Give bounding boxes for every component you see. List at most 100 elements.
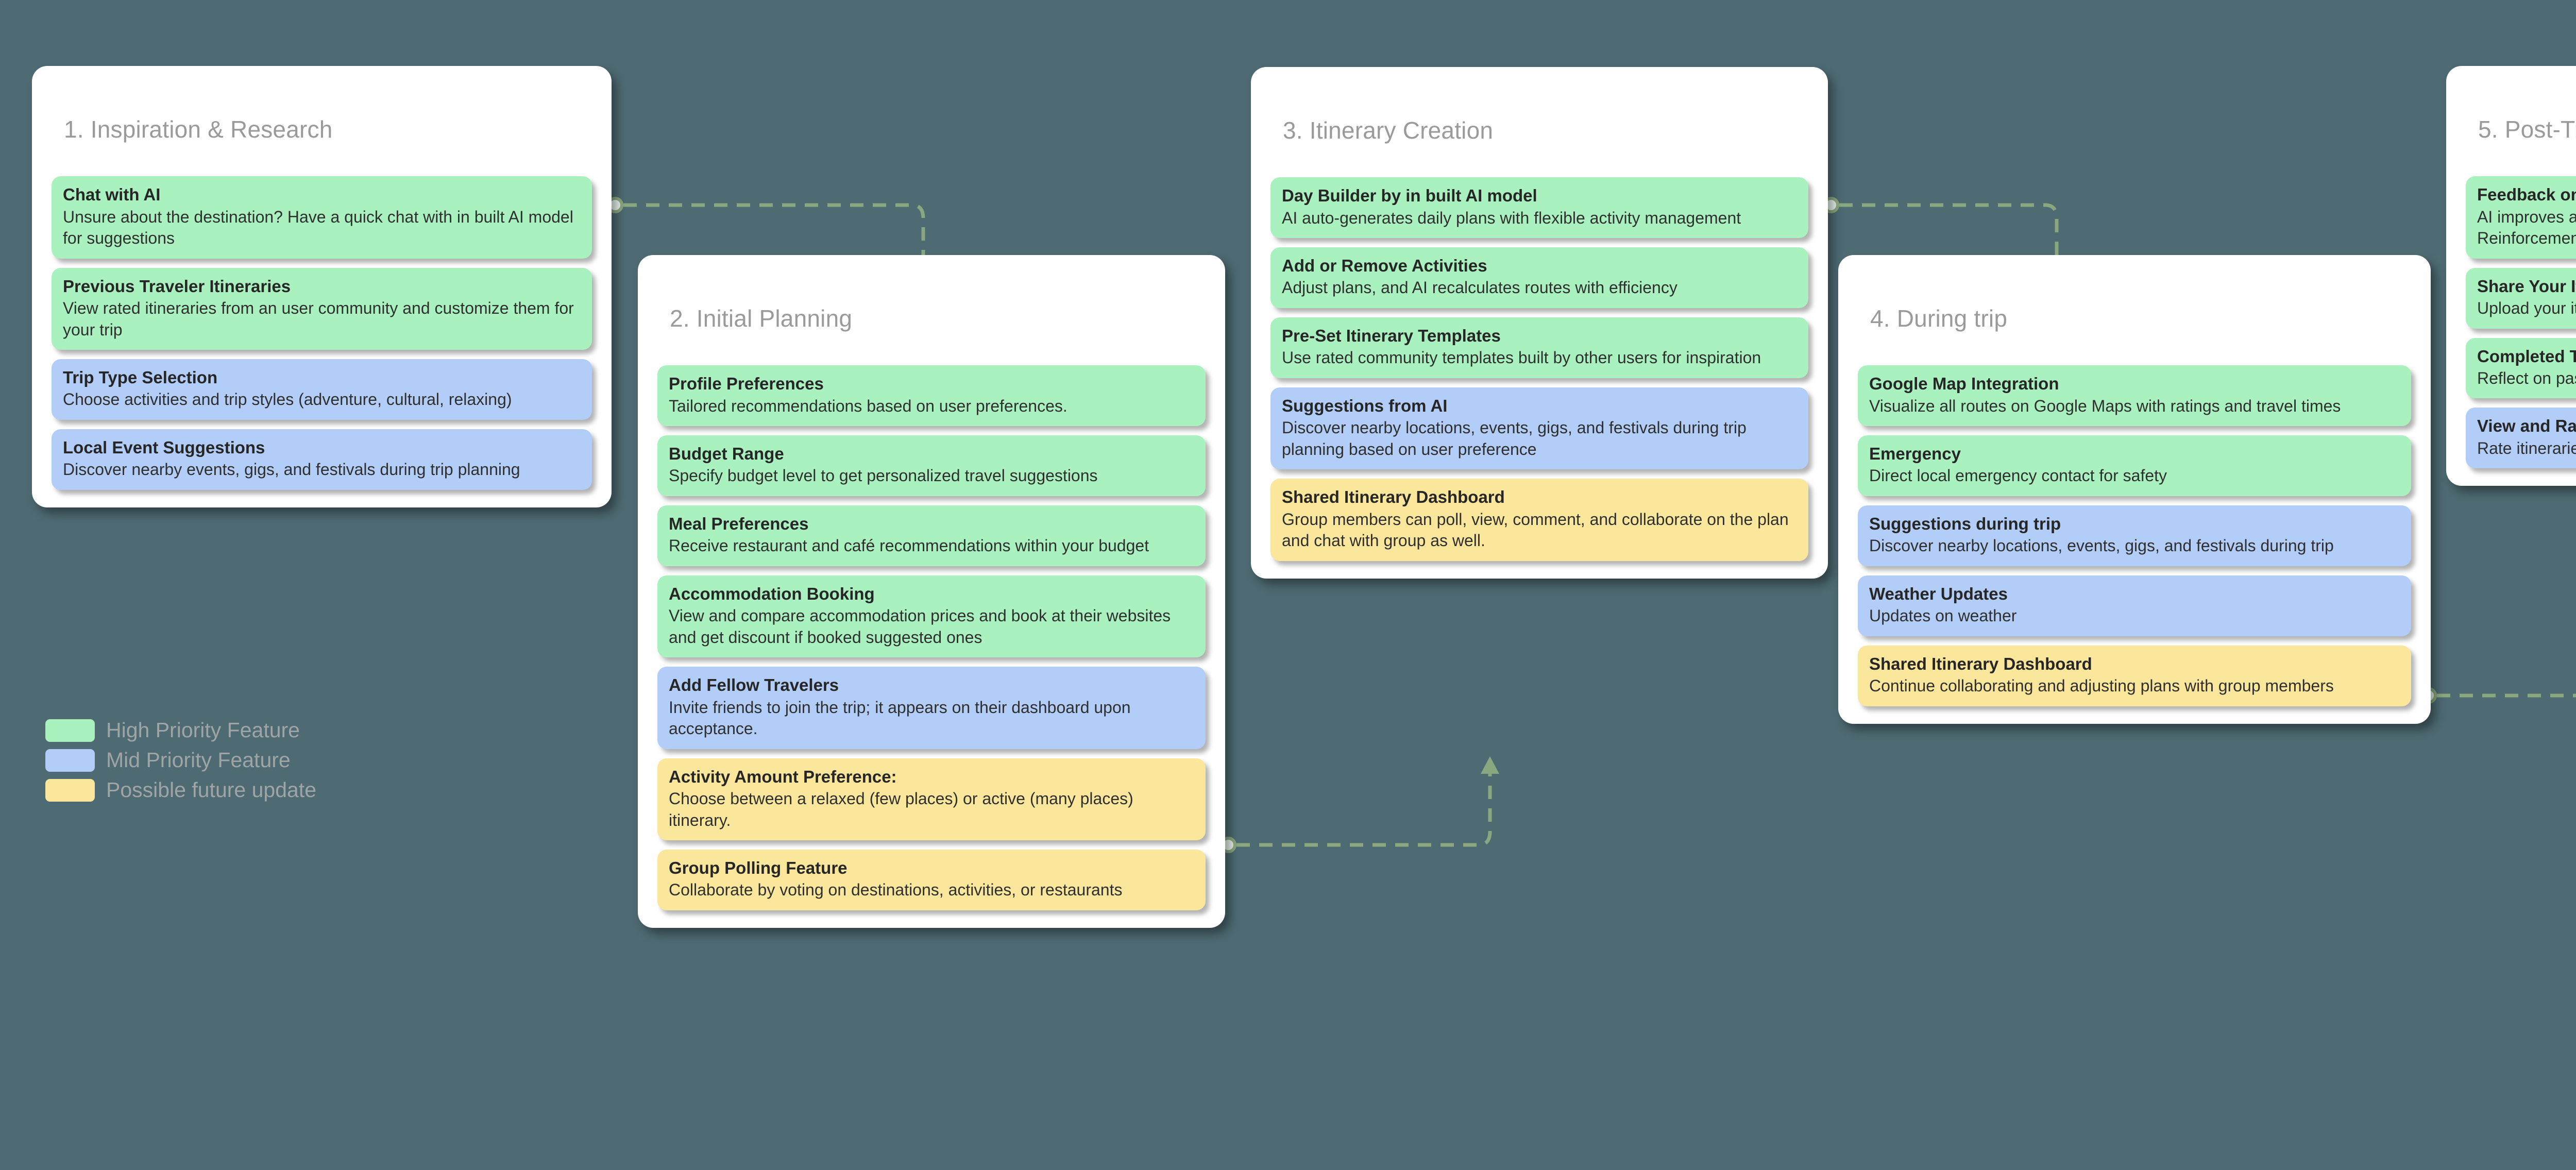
feature-card-description: View rated itineraries from an user comm… [63, 299, 574, 339]
stage-title: 5. Post-Travel Reflection [2478, 116, 2576, 143]
stage-card-list: Day Builder by in built AI model AI auto… [1270, 177, 1808, 578]
feature-card-title: Chat with AI [63, 185, 161, 205]
stage-card-list: Feedback on Travel Planning AI improves … [2466, 176, 2576, 486]
feature-card-description: Continue collaborating and adjusting pla… [1869, 676, 2334, 695]
feature-card-title: Emergency [1869, 444, 1961, 464]
feature-card-title: View and Rate Traveler Itineraries [2477, 416, 2576, 436]
feature-card[interactable]: Suggestions from AI Discover nearby loca… [1270, 387, 1808, 470]
legend-label: Possible future update [106, 778, 316, 802]
feature-card-title: Day Builder by in built AI model [1282, 186, 1537, 206]
feature-card[interactable]: Feedback on Travel Planning AI improves … [2466, 176, 2576, 259]
legend-item-future-update: Possible future update [45, 778, 316, 802]
feature-card-title: Accommodation Booking [669, 584, 875, 603]
feature-card-title: Add Fellow Travelers [669, 675, 839, 695]
feature-card[interactable]: Weather Updates Updates on weather [1858, 575, 2411, 636]
feature-card-title: Completed Trips in Dashboard [2477, 346, 2576, 366]
feature-card-description: Use rated community templates built by o… [1282, 348, 1761, 367]
feature-card-description: Discover nearby locations, events, gigs,… [1282, 418, 1747, 459]
legend-label: High Priority Feature [106, 718, 300, 742]
feature-card[interactable]: Completed Trips in Dashboard Reflect on … [2466, 337, 2576, 399]
feature-card[interactable]: Add or Remove Activities Adjust plans, a… [1270, 247, 1808, 309]
feature-card-title: Local Event Suggestions [63, 438, 265, 457]
feature-card-title: Group Polling Feature [669, 858, 848, 878]
stage-card-list: Chat with AI Unsure about the destinatio… [52, 176, 592, 507]
feature-card[interactable]: Meal Preferences Receive restaurant and … [657, 505, 1206, 566]
feature-card[interactable]: Google Map Integration Visualize all rou… [1858, 365, 2411, 427]
legend-swatch-mid-priority-icon [45, 749, 95, 772]
stage-card-list: Profile Preferences Tailored recommendat… [657, 365, 1206, 928]
feature-card-title: Shared Itinerary Dashboard [1869, 654, 2092, 673]
stage-column-post-travel-reflection: 5. Post-Travel Reflection Feedback on Tr… [2446, 66, 2576, 486]
feature-card-title: Share Your Itinerary [2477, 276, 2576, 296]
feature-card-description: AI auto-generates daily plans with flexi… [1282, 208, 1741, 227]
feature-card-title: Trip Type Selection [63, 368, 218, 387]
feature-card-description: AI improves and offers better suggestion… [2477, 207, 2576, 248]
feature-card-title: Profile Preferences [669, 374, 824, 394]
feature-card[interactable]: Trip Type Selection Choose activities an… [52, 359, 592, 420]
feature-card-description: Upload your itinerary to the community t… [2477, 299, 2576, 318]
feature-card[interactable]: Profile Preferences Tailored recommendat… [657, 365, 1206, 427]
feature-card-title: Meal Preferences [669, 514, 809, 534]
feature-card-description: Group members can poll, view, comment, a… [1282, 510, 1789, 550]
feature-card[interactable]: Share Your Itinerary Upload your itinera… [2466, 267, 2576, 329]
feature-card-title: Previous Traveler Itineraries [63, 276, 291, 296]
feature-card[interactable]: Shared Itinerary Dashboard Continue coll… [1858, 645, 2411, 706]
connector-path [2437, 693, 2576, 698]
feature-card[interactable]: Pre-Set Itinerary Templates Use rated co… [1270, 317, 1808, 378]
feature-card[interactable]: Accommodation Booking View and compare a… [657, 575, 1206, 658]
connector-arrowhead [1481, 756, 1499, 774]
feature-card[interactable]: Activity Amount Preference: Choose betwe… [657, 758, 1206, 841]
connector-stage4-to-stage5 [2420, 562, 2576, 716]
feature-card-title: Suggestions during trip [1869, 514, 2061, 534]
legend-label: Mid Priority Feature [106, 748, 291, 772]
stage-column-itinerary-creation: 3. Itinerary Creation Day Builder by in … [1251, 67, 1828, 579]
feature-card-description: Specify budget level to get personalized… [669, 466, 1098, 485]
stage-card-list: Google Map Integration Visualize all rou… [1858, 365, 2411, 723]
feature-card[interactable]: Previous Traveler Itineraries View rated… [52, 267, 592, 350]
feature-card[interactable]: View and Rate Traveler Itineraries Rate … [2466, 408, 2576, 469]
feature-card[interactable]: Add Fellow Travelers Invite friends to j… [657, 667, 1206, 749]
connector-stage2-to-stage3 [1220, 696, 1613, 866]
feature-card[interactable]: Local Event Suggestions Discover nearby … [52, 429, 592, 490]
stage-title: 2. Initial Planning [670, 305, 853, 332]
feature-card-description: Discover nearby events, gigs, and festiv… [63, 460, 520, 479]
stage-column-during-trip: 4. During trip Google Map Integration Vi… [1838, 255, 2431, 724]
feature-card-title: Pre-Set Itinerary Templates [1282, 326, 1501, 346]
feature-card-description: Receive restaurant and café recommendati… [669, 536, 1149, 555]
feature-card-description: Unsure about the destination? Have a qui… [63, 207, 573, 248]
feature-card-title: Activity Amount Preference: [669, 767, 897, 786]
feature-card-title: Google Map Integration [1869, 374, 2059, 394]
feature-card[interactable]: Budget Range Specify budget level to get… [657, 435, 1206, 497]
connector-path [1236, 773, 1492, 847]
feature-card[interactable]: Chat with AI Unsure about the destinatio… [52, 176, 592, 259]
legend-swatch-high-priority-icon [45, 719, 95, 742]
feature-card[interactable]: Shared Itinerary Dashboard Group members… [1270, 479, 1808, 561]
stage-title: 3. Itinerary Creation [1283, 117, 1494, 144]
feature-card[interactable]: Group Polling Feature Collaborate by vot… [657, 850, 1206, 911]
legend-swatch-future-update-icon [45, 778, 95, 802]
stage-column-initial-planning: 2. Initial Planning Profile Preferences … [638, 255, 1225, 928]
stage-title: 4. During trip [1870, 305, 2008, 332]
feature-card-description: Updates on weather [1869, 606, 2017, 625]
feature-card-description: Tailored recommendations based on user p… [669, 396, 1067, 415]
feature-card-title: Shared Itinerary Dashboard [1282, 487, 1505, 507]
stage-title: 1. Inspiration & Research [64, 116, 333, 143]
stage-column-inspiration-research: 1. Inspiration & Research Chat with AI U… [32, 66, 612, 507]
feature-card-description: Invite friends to join the trip; it appe… [669, 698, 1131, 738]
feature-card-description: Discover nearby locations, events, gigs,… [1869, 536, 2334, 555]
legend-item-mid-priority: Mid Priority Feature [45, 748, 316, 772]
feature-card[interactable]: Suggestions during trip Discover nearby … [1858, 505, 2411, 566]
feature-card-description: Direct local emergency contact for safet… [1869, 466, 2167, 485]
feature-card-title: Budget Range [669, 444, 784, 464]
feature-card-title: Feedback on Travel Planning [2477, 185, 2576, 205]
feature-card[interactable]: Emergency Direct local emergency contact… [1858, 435, 2411, 497]
feature-card-title: Suggestions from AI [1282, 396, 1448, 415]
feature-card-description: Adjust plans, and AI recalculates routes… [1282, 278, 1677, 297]
feature-card-title: Add or Remove Activities [1282, 256, 1487, 276]
feature-card-description: Choose between a relaxed (few places) or… [669, 789, 1133, 829]
feature-card-description: Rate itineraries you followed to guide f… [2477, 438, 2576, 457]
priority-legend: High Priority Feature Mid Priority Featu… [45, 718, 316, 802]
feature-card[interactable]: Day Builder by in built AI model AI auto… [1270, 177, 1808, 239]
